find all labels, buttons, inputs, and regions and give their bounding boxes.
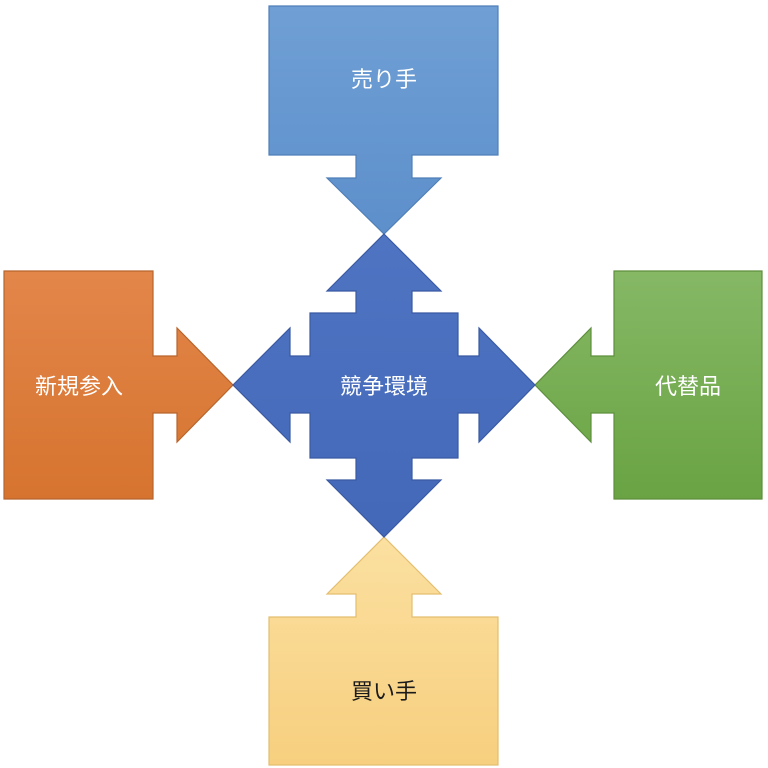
right-label: 代替品 (654, 375, 722, 400)
top-label: 売り手 (350, 68, 418, 93)
new-entrant-callout-shape (3, 270, 234, 500)
supplier-callout-shape (268, 5, 499, 235)
competition-four-way-arrow (232, 233, 536, 538)
substitute-callout-shape (534, 270, 763, 500)
center-label: 競争環境 (339, 375, 429, 400)
left-label: 新規参入 (34, 375, 124, 400)
bottom-label: 買い手 (350, 680, 418, 705)
buyer-callout-shape (268, 536, 499, 766)
